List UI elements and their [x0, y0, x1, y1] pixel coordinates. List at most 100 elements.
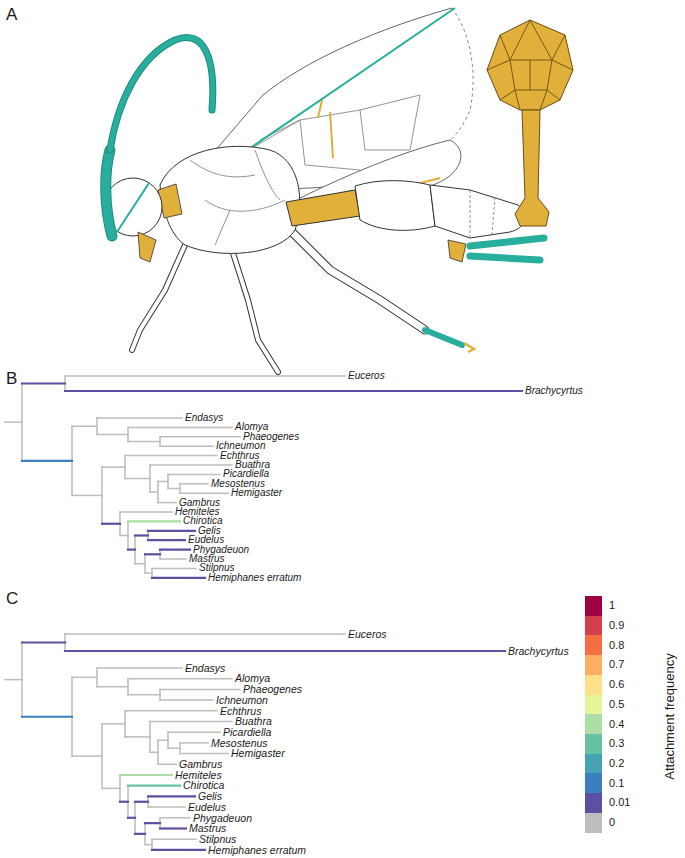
antenna-scape [106, 150, 112, 236]
tree-branch [145, 822, 160, 824]
taxon-label: Hemigaster [231, 748, 285, 759]
tree-branch [22, 641, 65, 643]
legend-value: 0.01 [609, 797, 630, 808]
tree-branch [5, 679, 22, 681]
hypopygium [448, 240, 466, 262]
color-swatch [585, 635, 602, 655]
tree-branch [160, 699, 213, 701]
color-swatch [585, 793, 602, 813]
tree-branch [22, 460, 72, 462]
taxon-label: Chirotica [183, 780, 224, 791]
tree-branch [152, 838, 196, 840]
tree-branch [180, 483, 208, 485]
tree-branch [128, 694, 160, 696]
tree-branch [152, 577, 205, 579]
tree-branch [65, 390, 522, 392]
mandible [138, 232, 156, 262]
taxon-label: Alomya [235, 673, 270, 684]
tree-branch [65, 650, 505, 652]
antenna-scape [106, 150, 112, 236]
tree-branch [128, 817, 135, 819]
tree-branch [22, 716, 72, 718]
tree-branch [150, 491, 158, 493]
tree-branch [158, 764, 176, 766]
tree-branch [160, 445, 213, 447]
tree-branch [168, 731, 220, 733]
tree-branch [72, 495, 102, 497]
taxon-label: Ichneumon [216, 695, 268, 706]
tree-branch [102, 788, 120, 790]
taxon-label: Hemiphanes erratum [208, 573, 301, 583]
tree-branch [125, 736, 150, 738]
legend-value: 0.3 [609, 738, 624, 749]
tree-branch [120, 774, 172, 776]
taxon-label: Phaeogenes [243, 684, 302, 695]
taxon-label: Hemiphanes erratum [208, 845, 306, 856]
taxon-label: Brachycyrtus [508, 646, 569, 657]
tree-branch [150, 721, 232, 723]
color-swatch [585, 773, 602, 793]
taxon-label: Endasys [185, 663, 225, 674]
taxon-label: Picardiella [223, 727, 271, 738]
tree-branch [128, 548, 135, 550]
metasoma-apex [430, 185, 525, 238]
tree-branch [180, 742, 208, 744]
tree-branch [152, 568, 196, 570]
panel-letter: C [6, 590, 18, 607]
ovipositor-sheath [470, 256, 540, 260]
panel-letter: B [6, 370, 17, 387]
tree-branch [148, 530, 195, 532]
tree-branch [168, 748, 180, 750]
tree-branch [65, 375, 345, 377]
color-swatch [585, 596, 602, 616]
tree-branch [152, 849, 205, 851]
tree-branch [97, 667, 182, 669]
color-swatch [585, 695, 602, 715]
legend-title: Attachment frequency [663, 653, 676, 779]
tree-branch [120, 535, 128, 537]
legend-value: 0.8 [609, 640, 624, 651]
legend-value: 1 [609, 600, 615, 611]
tree-branch [168, 488, 180, 490]
tree-branch [158, 481, 168, 483]
wing-vein-highlight [318, 100, 333, 158]
tree-branch [135, 534, 148, 536]
color-swatch [585, 616, 602, 636]
color-swatch [585, 655, 602, 675]
mesosoma-suture [190, 150, 285, 245]
tree-branch [128, 427, 232, 429]
taxon-label: Gelis [198, 791, 222, 802]
legend-value: 0.7 [609, 659, 624, 670]
antenna-flagellum [110, 37, 213, 150]
tree-branch [160, 689, 240, 691]
tree-branch [125, 478, 150, 480]
antenna-flagellum [110, 37, 213, 150]
hind-leg [292, 232, 425, 330]
mid-leg [232, 250, 278, 372]
tree-branch [135, 801, 148, 803]
tree-branch [5, 421, 22, 423]
tree-branch [145, 844, 152, 846]
color-swatch [585, 675, 602, 695]
tree-branch [150, 752, 158, 754]
legend-value: 0.4 [609, 719, 624, 730]
tree-branch [148, 795, 195, 797]
taxon-label: Gambrus [179, 759, 222, 770]
tree-branch [168, 474, 220, 476]
taxon-label: Endasys [185, 413, 223, 423]
legend-value: 0.1 [609, 778, 624, 789]
taxon-label: Phygadeuon [193, 813, 252, 824]
color-swatch [585, 813, 602, 833]
petiole [286, 190, 360, 226]
tree-branch [97, 434, 128, 436]
tree-branch [160, 558, 186, 560]
legend-value: 0.2 [609, 758, 624, 769]
tree-branch [160, 548, 190, 550]
tree-branch [160, 436, 240, 438]
tree-branch [158, 739, 168, 741]
tree-branch [120, 511, 172, 513]
taxon-label: Hemiteles [175, 770, 222, 781]
tergite-line [470, 190, 495, 238]
tree-branch [72, 425, 97, 427]
